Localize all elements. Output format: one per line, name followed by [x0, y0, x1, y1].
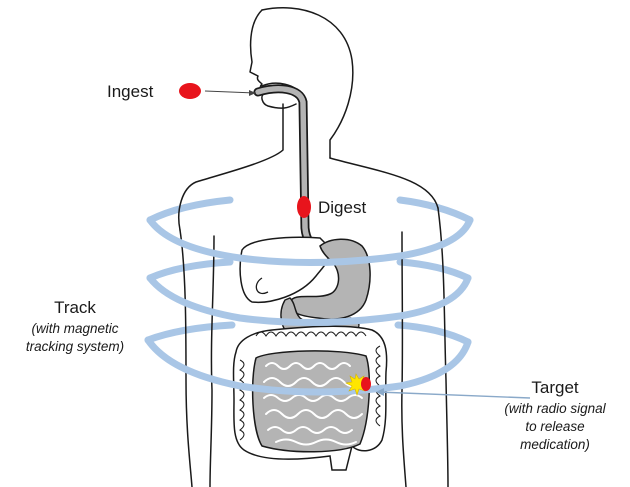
label-track-detail-2: tracking system): [0, 338, 150, 356]
capsule-ingest: [179, 83, 201, 99]
label-digest: Digest: [318, 198, 366, 218]
label-target-detail-1: (with radio signal: [480, 400, 630, 418]
ingest-arrow-line: [205, 91, 256, 93]
capsule-digest: [297, 196, 311, 218]
esophagus: [258, 89, 322, 252]
left-arm-inner: [210, 236, 214, 487]
neck-front: [179, 104, 283, 230]
label-track: Track: [0, 298, 150, 318]
right-arm-outer: [438, 208, 448, 487]
label-group-track: Track (with magnetic tracking system): [0, 298, 150, 356]
label-track-detail-1: (with magnetic: [0, 320, 150, 338]
label-group-target: Target (with radio signal to release med…: [480, 378, 630, 454]
label-ingest: Ingest: [107, 82, 153, 102]
esophagus-inner: [258, 89, 322, 252]
label-target: Target: [480, 378, 630, 398]
right-arm-inner: [402, 232, 406, 487]
capsule-target: [361, 377, 371, 391]
label-target-detail-3: medication): [480, 436, 630, 454]
label-target-detail-2: to release: [480, 418, 630, 436]
liver: [240, 237, 330, 302]
